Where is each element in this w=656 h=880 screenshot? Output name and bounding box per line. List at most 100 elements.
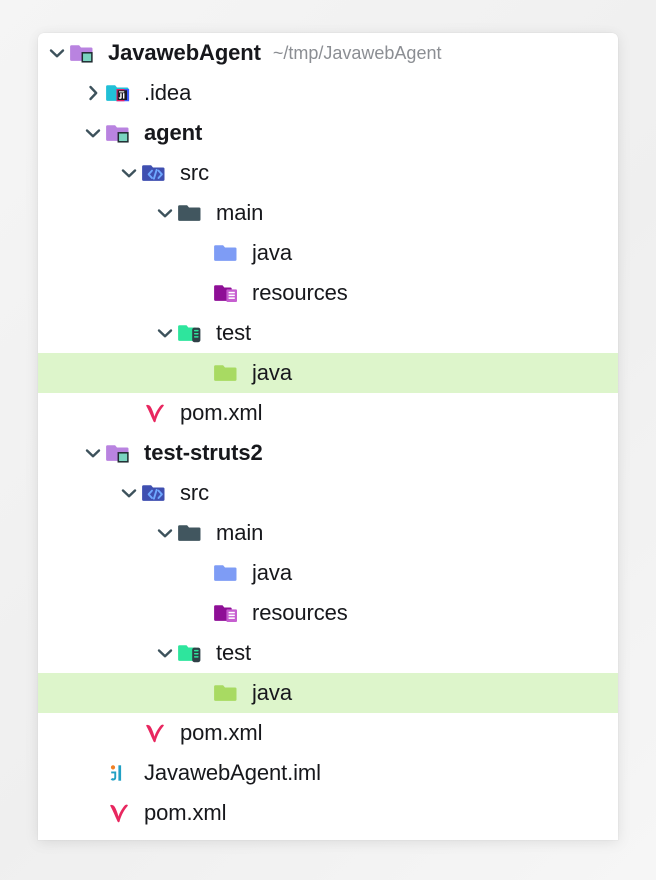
tree-row-path: ~/tmp/JavawebAgent bbox=[272, 43, 442, 63]
tree-indent-spacer bbox=[38, 193, 152, 233]
test-folder-icon bbox=[178, 313, 208, 353]
chevron-down-icon[interactable] bbox=[152, 513, 178, 553]
tree-row-label: test-struts2 bbox=[144, 440, 263, 465]
test-source-folder-icon bbox=[214, 673, 244, 713]
tree-row-struts-test[interactable]: test bbox=[38, 633, 618, 673]
tree-row-label: java bbox=[252, 560, 292, 585]
test-source-folder-icon bbox=[214, 353, 244, 393]
tree-row-label: JavawebAgent.iml bbox=[144, 760, 321, 785]
tree-indent-spacer bbox=[38, 393, 116, 433]
chevron-down-icon[interactable] bbox=[152, 193, 178, 233]
chevron-down-icon[interactable] bbox=[116, 153, 142, 193]
plain-folder-icon bbox=[178, 193, 208, 233]
tree-row-label: agent bbox=[144, 120, 203, 145]
java-source-folder-icon bbox=[214, 553, 244, 593]
tree-row-label: pom.xml bbox=[180, 400, 263, 425]
tree-row-agent-test-java[interactable]: java bbox=[38, 353, 618, 393]
tree-row-idea[interactable]: .idea bbox=[38, 73, 618, 113]
chevron-down-icon[interactable] bbox=[152, 313, 178, 353]
tree-indent-spacer bbox=[38, 73, 80, 113]
chevron-down-icon[interactable] bbox=[44, 33, 70, 73]
tree-row-label: test bbox=[216, 320, 252, 345]
chevron-down-icon[interactable] bbox=[80, 113, 106, 153]
chevron-down-icon[interactable] bbox=[80, 433, 106, 473]
twisty-placeholder bbox=[116, 393, 142, 433]
tree-row-label: main bbox=[216, 200, 264, 225]
tree-row-label: java bbox=[252, 240, 292, 265]
source-folder-icon bbox=[142, 153, 172, 193]
tree-indent-spacer bbox=[38, 513, 152, 553]
idea-folder-icon bbox=[106, 73, 136, 113]
tree-row-agent-main[interactable]: main bbox=[38, 193, 618, 233]
tree-row-agent-pom[interactable]: pom.xml bbox=[38, 393, 618, 433]
twisty-placeholder bbox=[80, 793, 106, 833]
tree-row-label: pom.xml bbox=[144, 800, 227, 825]
source-folder-icon bbox=[142, 473, 172, 513]
tree-row-label: pom.xml bbox=[180, 720, 263, 745]
twisty-placeholder bbox=[188, 273, 214, 313]
twisty-placeholder bbox=[116, 713, 142, 753]
tree-row-label: test bbox=[216, 640, 252, 665]
tree-indent-spacer bbox=[38, 633, 152, 673]
tree-row-label: JavawebAgent bbox=[108, 40, 261, 65]
tree-row-struts-src[interactable]: src bbox=[38, 473, 618, 513]
tree-indent-spacer bbox=[38, 313, 152, 353]
maven-file-icon bbox=[106, 793, 136, 833]
twisty-placeholder bbox=[188, 233, 214, 273]
resources-folder-icon bbox=[214, 593, 244, 633]
tree-indent-spacer bbox=[38, 793, 80, 833]
tree-row-struts[interactable]: test-struts2 bbox=[38, 433, 618, 473]
tree-indent-spacer bbox=[38, 273, 188, 313]
tree-row-root[interactable]: JavawebAgent ~/tmp/JavawebAgent bbox=[38, 33, 618, 73]
tree-indent-spacer bbox=[38, 673, 188, 713]
java-source-folder-icon bbox=[214, 233, 244, 273]
tree-row-root-pom[interactable]: pom.xml bbox=[38, 793, 618, 833]
tree-row-label: src bbox=[180, 160, 210, 185]
tree-row-struts-main-java[interactable]: java bbox=[38, 553, 618, 593]
tree-row-struts-test-java[interactable]: java bbox=[38, 673, 618, 713]
tree-row-label: main bbox=[216, 520, 264, 545]
tree-row-agent-main-java[interactable]: java bbox=[38, 233, 618, 273]
tree-row-agent[interactable]: agent bbox=[38, 113, 618, 153]
tree-row-agent-main-res[interactable]: resources bbox=[38, 273, 618, 313]
tree-row-label: java bbox=[252, 360, 292, 385]
twisty-placeholder bbox=[188, 353, 214, 393]
tree-indent-spacer bbox=[38, 153, 116, 193]
chevron-down-icon[interactable] bbox=[116, 473, 142, 513]
module-folder-icon bbox=[106, 113, 136, 153]
chevron-right-icon[interactable] bbox=[80, 73, 106, 113]
tree-row-label: src bbox=[180, 480, 210, 505]
tree-indent-spacer bbox=[38, 753, 80, 793]
tree-indent-spacer bbox=[38, 353, 188, 393]
tree-indent-spacer bbox=[38, 593, 188, 633]
tree-row-agent-test[interactable]: test bbox=[38, 313, 618, 353]
tree-row-label: .idea bbox=[144, 80, 192, 105]
twisty-placeholder bbox=[188, 673, 214, 713]
tree-row-iml[interactable]: JavawebAgent.iml bbox=[38, 753, 618, 793]
module-folder-icon bbox=[106, 433, 136, 473]
twisty-placeholder bbox=[188, 593, 214, 633]
module-folder-icon bbox=[70, 33, 100, 73]
maven-file-icon bbox=[142, 393, 172, 433]
tree-indent-spacer bbox=[38, 713, 116, 753]
twisty-placeholder bbox=[80, 753, 106, 793]
tree-row-agent-src[interactable]: src bbox=[38, 153, 618, 193]
tree-indent-spacer bbox=[38, 233, 188, 273]
tree-row-label: resources bbox=[252, 280, 348, 305]
resources-folder-icon bbox=[214, 273, 244, 313]
chevron-down-icon[interactable] bbox=[152, 633, 178, 673]
tree-row-struts-main[interactable]: main bbox=[38, 513, 618, 553]
iml-file-icon bbox=[106, 753, 136, 793]
tree-row-label: java bbox=[252, 680, 292, 705]
test-folder-icon bbox=[178, 633, 208, 673]
plain-folder-icon bbox=[178, 513, 208, 553]
tree-indent-spacer bbox=[38, 113, 80, 153]
project-tree[interactable]: JavawebAgent ~/tmp/JavawebAgent .idea agent… bbox=[38, 33, 618, 833]
tree-row-label: resources bbox=[252, 600, 348, 625]
tree-row-struts-main-res[interactable]: resources bbox=[38, 593, 618, 633]
maven-file-icon bbox=[142, 713, 172, 753]
project-tree-panel: JavawebAgent ~/tmp/JavawebAgent .idea agent… bbox=[38, 33, 618, 840]
tree-row-struts-pom[interactable]: pom.xml bbox=[38, 713, 618, 753]
tree-indent-spacer bbox=[38, 473, 116, 513]
